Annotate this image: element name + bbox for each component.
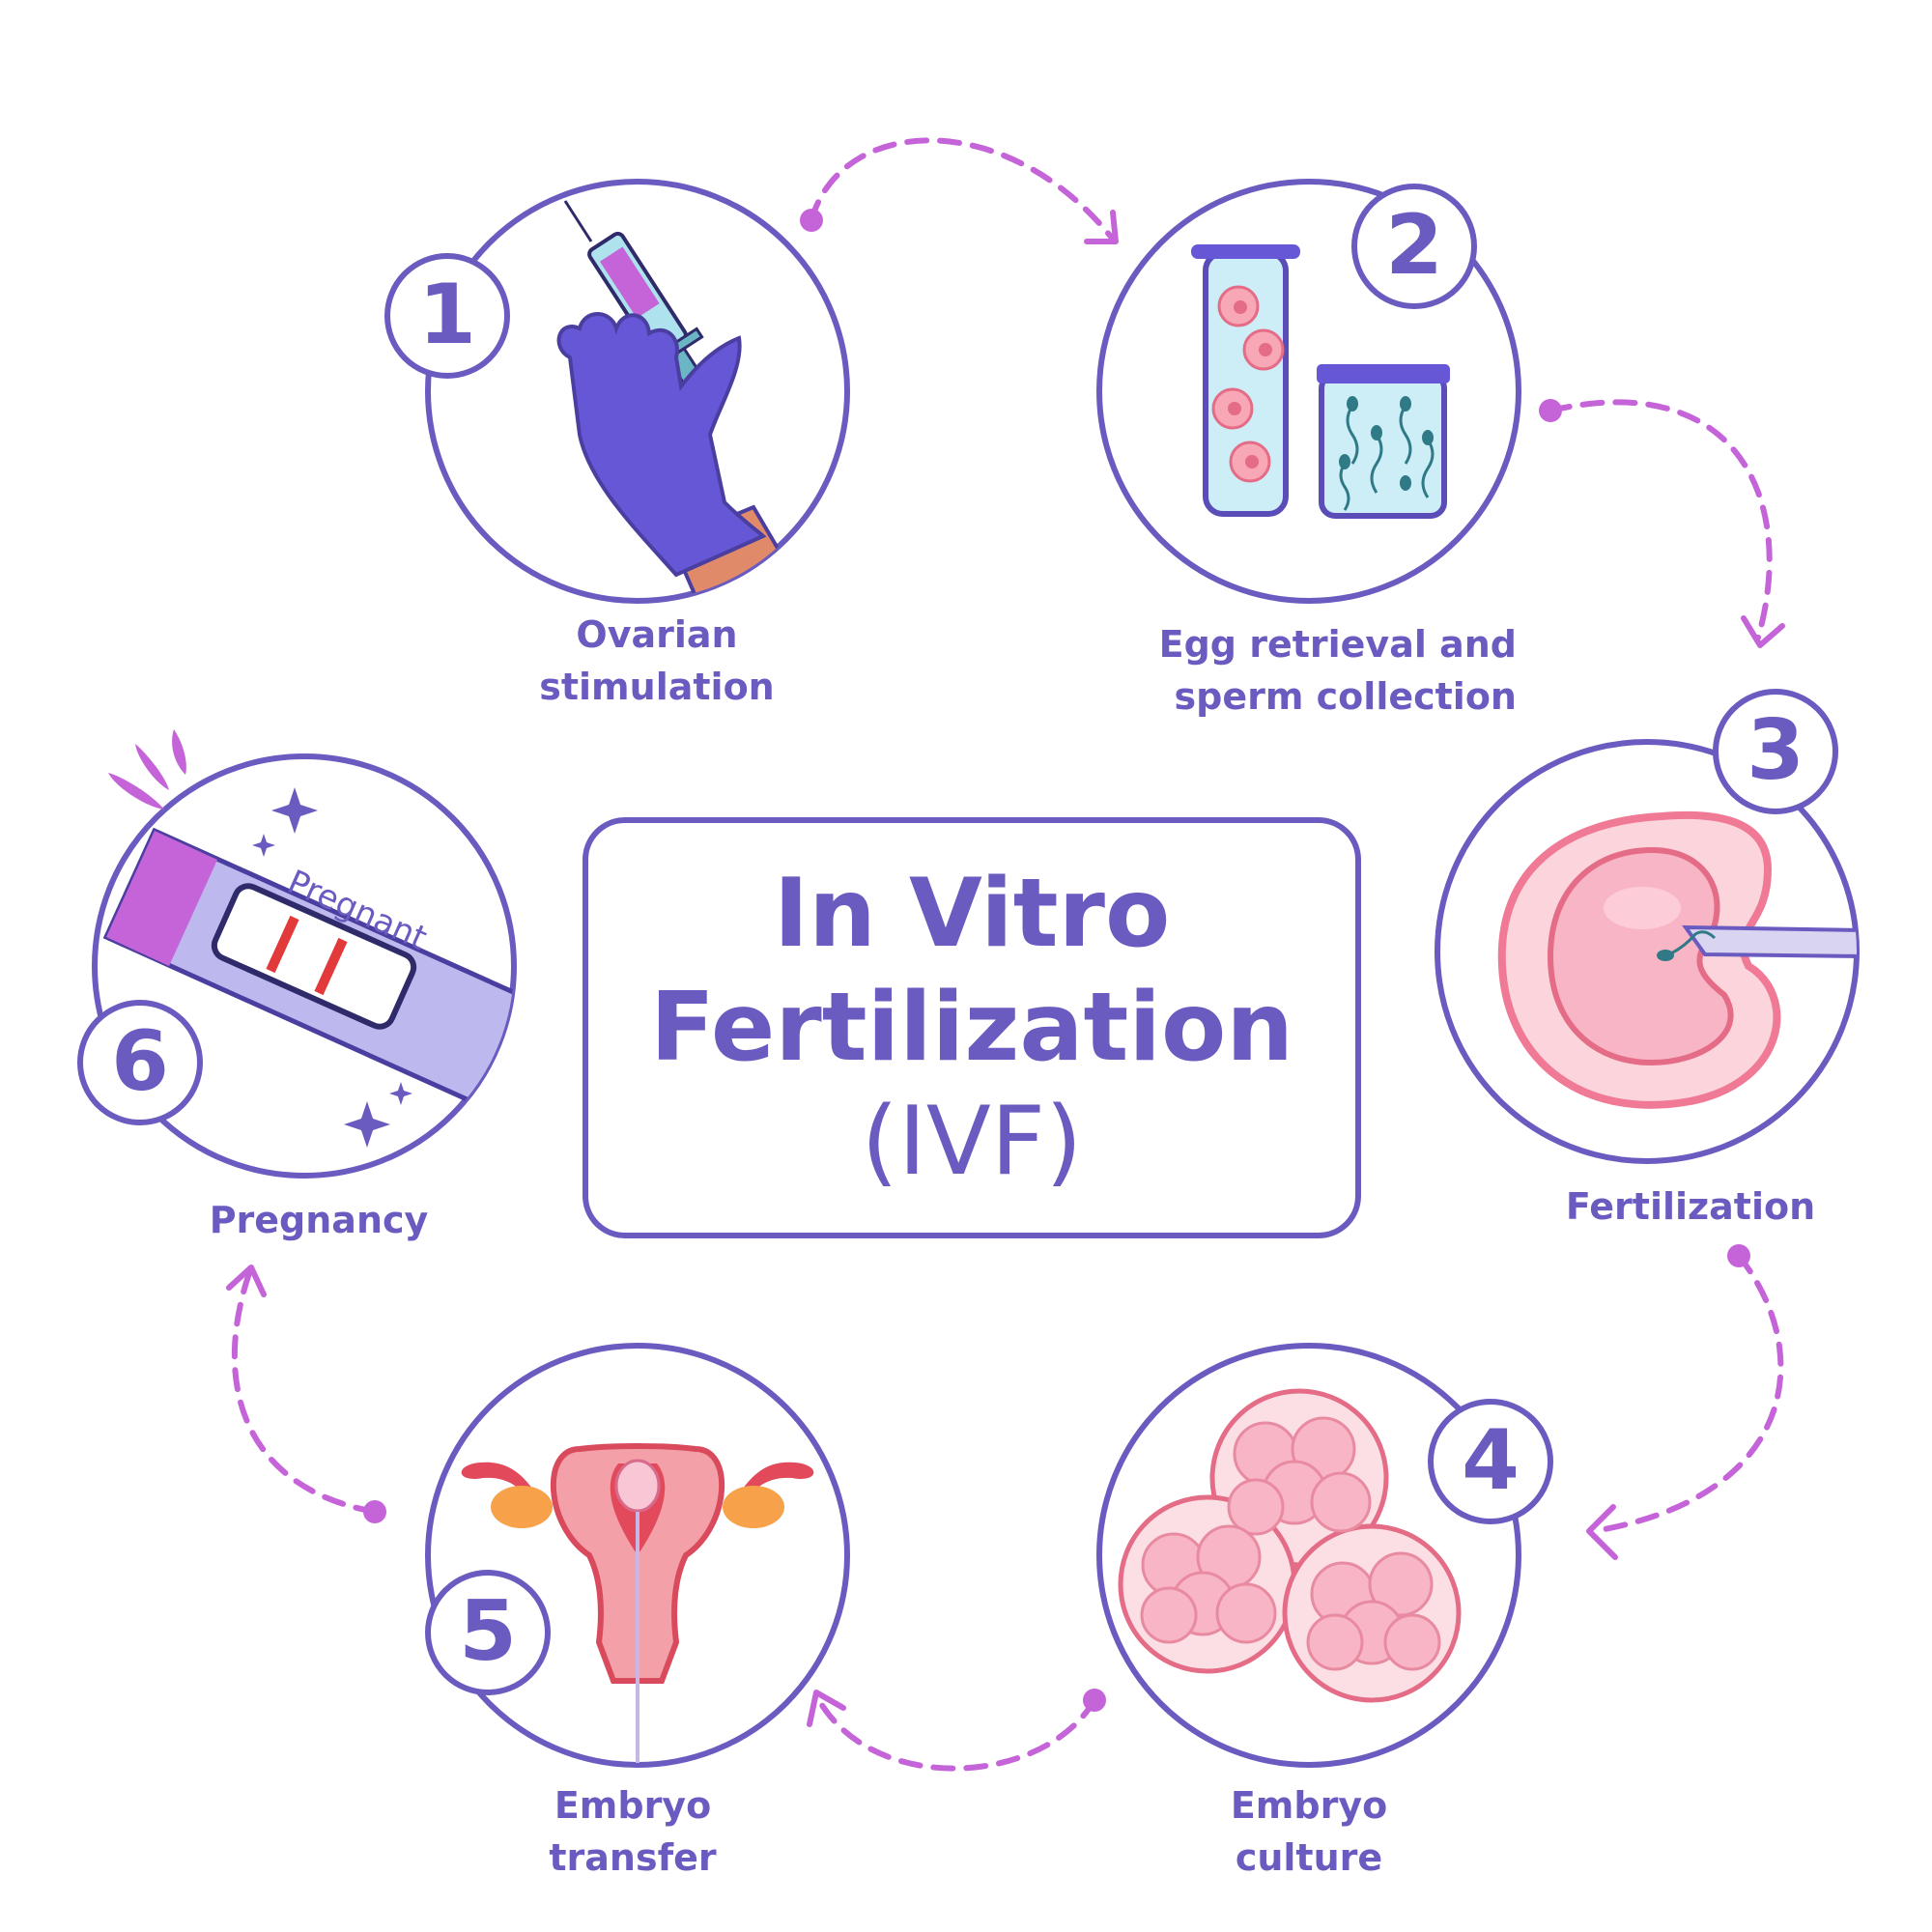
cycle-arrows: [231, 137, 1784, 1772]
title-line-2: Fertilization: [649, 973, 1294, 1083]
arrowhead-step-4: [1586, 1504, 1618, 1560]
arrow-1-to-2: [809, 137, 1114, 240]
arrow-5-to-6: [231, 1270, 378, 1515]
step-number-2: 2: [1351, 184, 1477, 309]
syringe-glove-icon: [425, 179, 850, 604]
title-box: In Vitro Fertilization (IVF): [582, 817, 1361, 1238]
title-line-3: (IVF): [861, 1087, 1083, 1197]
egg-sperm-injection-icon: [1435, 739, 1860, 1164]
step-number-4: 4: [1428, 1399, 1553, 1524]
arrowhead-step-6: [226, 1264, 267, 1297]
arrow-dots: [363, 209, 1750, 1712]
step-number-5: 5: [425, 1570, 551, 1695]
arrow-3-to-4: [1591, 1253, 1784, 1534]
step-number-6: 6: [77, 1000, 203, 1125]
sparkle-lines: [108, 729, 186, 810]
embryo-cells-icon: [1096, 1343, 1521, 1768]
step-number-3: 3: [1713, 689, 1838, 814]
step-number-1: 1: [384, 253, 510, 379]
arrow-heads: [226, 210, 1785, 1727]
arrowhead-step-2: [1084, 210, 1119, 244]
title-line-1: In Vitro: [773, 859, 1171, 969]
arrowhead-step-3: [1741, 615, 1785, 648]
step-label-6: Pregnancy: [209, 1199, 429, 1241]
step-label-3: Fertilization: [1565, 1185, 1816, 1228]
arrowhead-step-5: [807, 1690, 846, 1727]
arrow-2-to-3: [1548, 399, 1773, 640]
arrow-4-to-5: [813, 1692, 1097, 1772]
uterus-icon: [425, 1343, 850, 1768]
